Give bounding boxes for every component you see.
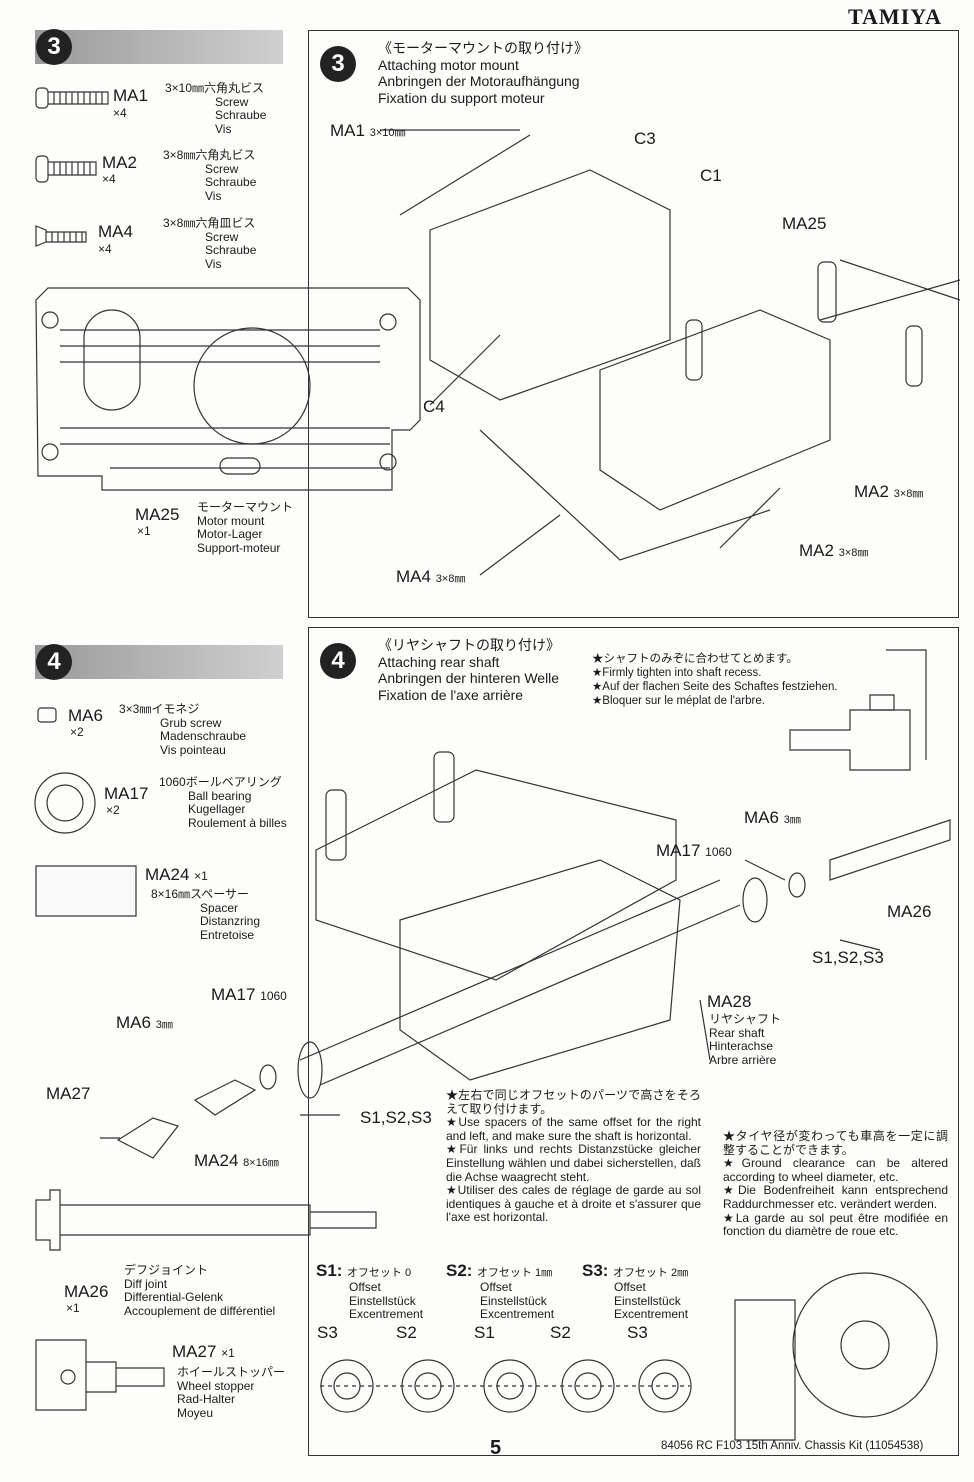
part-code: MA17: [104, 784, 149, 803]
page-number: 5: [490, 1437, 502, 1459]
callout-ma28: MA28: [707, 992, 752, 1011]
callout-ma25: MA25: [782, 214, 827, 233]
shaft-detail-drawing: [789, 649, 927, 771]
callout-ma24: MA24 8×16㎜: [194, 1151, 279, 1170]
screw-ma2-icon: [35, 155, 97, 183]
step3-number: 3: [36, 29, 72, 65]
part-qty: ×4: [113, 106, 127, 120]
part-code: MA27 ×1: [172, 1342, 235, 1361]
step4-panel-number: 4: [320, 643, 356, 679]
part-code: MA25: [135, 505, 180, 524]
part-code: MA2: [102, 153, 137, 172]
ball-bearing-icon: [34, 772, 96, 834]
callout-ma6-left: MA6 3㎜: [116, 1013, 173, 1032]
grub-screw-icon: [37, 707, 57, 723]
part-qty: ×1: [137, 524, 151, 538]
tip-shaft-recess: ★シャフトのみぞに合わせてとめます。★Firmly tighten into s…: [592, 653, 838, 707]
part-qty: ×1: [66, 1301, 80, 1315]
note-offset: ★左右で同じオフセットのパーツで高さをそろえて取り付けます。★Use space…: [446, 1088, 701, 1225]
callout-ma1: MA1 3×10㎜: [330, 121, 406, 140]
step3-header-bar: [35, 30, 283, 64]
wheel-stopper-icon: [35, 1339, 165, 1411]
part-qty: ×4: [102, 172, 116, 186]
spacer-label: S2: [396, 1323, 417, 1342]
offset-spacer-icons: [320, 1359, 692, 1413]
callout-s-right: S1,S2,S3: [812, 948, 884, 967]
callout-c3: C3: [634, 129, 656, 148]
motor-mount-assembly-drawing: [380, 129, 961, 576]
callout-ma27: MA27: [46, 1084, 91, 1103]
part-qty: ×2: [70, 725, 84, 739]
step4-header-bar: [35, 645, 283, 679]
callout-s-left: S1,S2,S3: [360, 1108, 432, 1127]
callout-ma17-right: MA17 1060: [656, 841, 732, 860]
callout-ma2-lower: MA2 3×8㎜: [799, 541, 869, 560]
part-code: MA6: [68, 706, 103, 725]
diff-joint-icon: [35, 1189, 377, 1251]
step3-panel-number: 3: [320, 46, 356, 82]
callout-ma26: MA26: [887, 902, 932, 921]
screw-ma4-icon: [35, 225, 87, 247]
spacer-icon: [35, 865, 137, 917]
callout-ma17-left: MA17 1060: [211, 985, 287, 1004]
spacer-label: S3: [627, 1323, 648, 1342]
kit-name: 84056 RC F103 15th Anniv. Chassis Kit (1…: [661, 1440, 924, 1452]
callout-ma4: MA4 3×8㎜: [396, 567, 466, 586]
step4-panel: [308, 627, 959, 1456]
spacer-label: S1: [474, 1323, 495, 1342]
rear-shaft-assembly-drawing: [100, 751, 951, 1159]
part-code: MA24 ×1: [145, 865, 208, 884]
wheel-hub-drawing: [734, 1272, 938, 1441]
screw-ma1-icon: [35, 87, 109, 109]
step4-number: 4: [36, 644, 72, 680]
spacer-label: S3: [317, 1323, 338, 1342]
note-clearance: ★タイヤ径が変わっても車高を一定に調整することができます。★Ground cle…: [723, 1129, 948, 1239]
callout-ma6-right: MA6 3㎜: [744, 808, 801, 827]
part-code: MA26: [64, 1282, 109, 1301]
motor-mount-plate-icon: [35, 287, 421, 491]
brand-logo: TAMIYA: [848, 4, 943, 29]
callout-c1: C1: [700, 166, 722, 185]
step3-panel: [308, 30, 959, 618]
callout-c4: C4: [423, 397, 445, 416]
part-qty: ×2: [106, 803, 120, 817]
callout-ma2-upper: MA2 3×8㎜: [854, 482, 924, 501]
leader-lines: [300, 859, 881, 1116]
part-code: MA4: [98, 222, 133, 241]
spacer-label: S2: [550, 1323, 571, 1342]
part-code: MA1: [113, 86, 148, 105]
part-qty: ×4: [98, 242, 112, 256]
